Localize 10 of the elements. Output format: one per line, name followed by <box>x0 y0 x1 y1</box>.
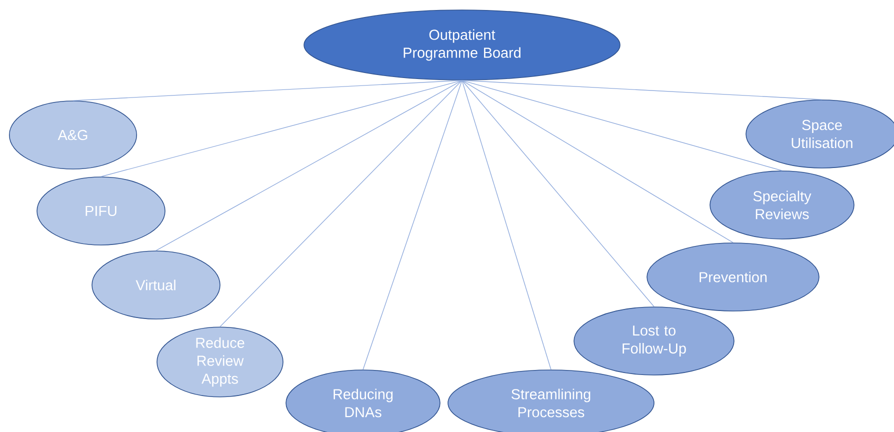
connector-line <box>220 80 462 328</box>
connector-line <box>100 80 462 177</box>
connector-line <box>462 80 782 171</box>
connector-line <box>362 80 462 370</box>
connector-line <box>462 80 552 370</box>
connector-line <box>156 80 462 251</box>
connector-line <box>72 80 462 101</box>
connector-line <box>462 80 734 243</box>
connector-line <box>462 80 822 100</box>
connector-line <box>462 80 654 307</box>
